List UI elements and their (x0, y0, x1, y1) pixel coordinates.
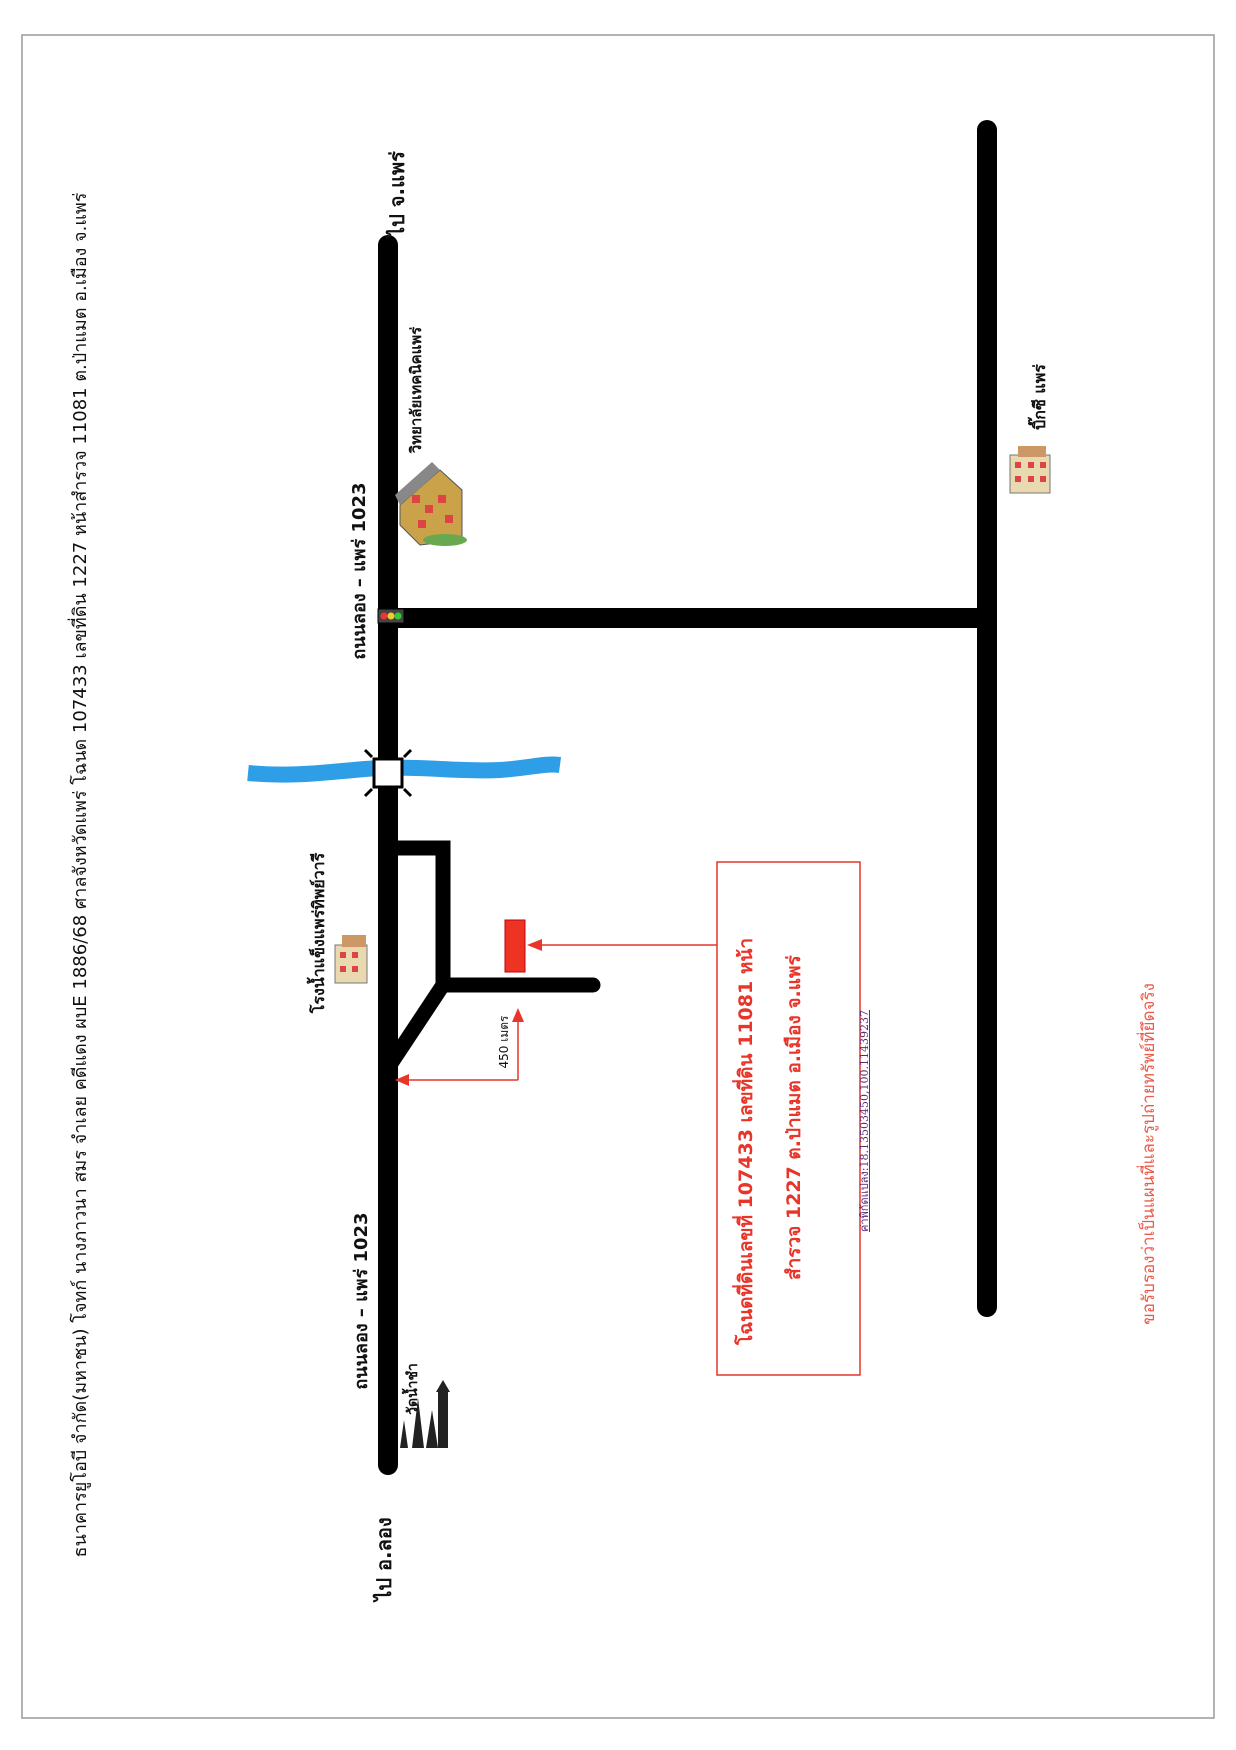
distance-label: 450 เมตร (497, 1015, 511, 1069)
main-road-lower-label: ถนนลอง – แพร่ 1023 (351, 1212, 372, 1390)
disclaimer-text: ขอรับรองว่าเป็นแผนที่และรูปถ่ายทรัพย์ที่… (1139, 983, 1159, 1325)
deed-annotation-box (716, 861, 861, 1376)
to-phrae-label: ไป จ.แพร่ (385, 151, 409, 237)
deed-line1: โฉนดที่ดินเลขที่ 107433 เลขที่ดิน 11081 … (735, 937, 757, 1345)
deed-line2: สำรวจ 1227 ต.ป่าแมต อ.เมือง จ.แพร่ (783, 955, 805, 1280)
page-border (21, 34, 1215, 1719)
college-building-icon (395, 462, 467, 546)
distance-arrow (395, 1008, 524, 1086)
traffic-light-icon (377, 608, 405, 624)
ice-factory-building-icon (334, 935, 368, 984)
ice-factory-label: โรงน้ำแข็งแพร่ทิพย์วารี (309, 852, 328, 1014)
river (247, 756, 562, 783)
deed-coordinates: ค่าพิกัดแปลง:18.13503450,100.11439237 (858, 1010, 871, 1232)
bigc-label: บิ๊กซี แพร่ (1030, 364, 1049, 430)
bigc-building-icon (1009, 446, 1051, 494)
temple-icon (400, 1380, 450, 1448)
college-label: วิทยาลัยเทคนิคแพร่ (407, 326, 425, 454)
bridge-icon (363, 748, 413, 798)
soi-road (380, 840, 601, 993)
temple-label: วัดน้ำชำ (405, 1363, 421, 1415)
header-text: ธนาคารยูโอบี จำกัด(มหาชน) โจทก์ นางภาวนา… (70, 192, 91, 1558)
to-long-label: ไป อ.ลอง (372, 1517, 396, 1601)
property-marker (504, 919, 526, 973)
soi-diagonal (381, 980, 450, 1073)
property-arrow (527, 939, 717, 951)
main-road-upper-label: ถนนลอง – แพร่ 1023 (349, 482, 370, 660)
